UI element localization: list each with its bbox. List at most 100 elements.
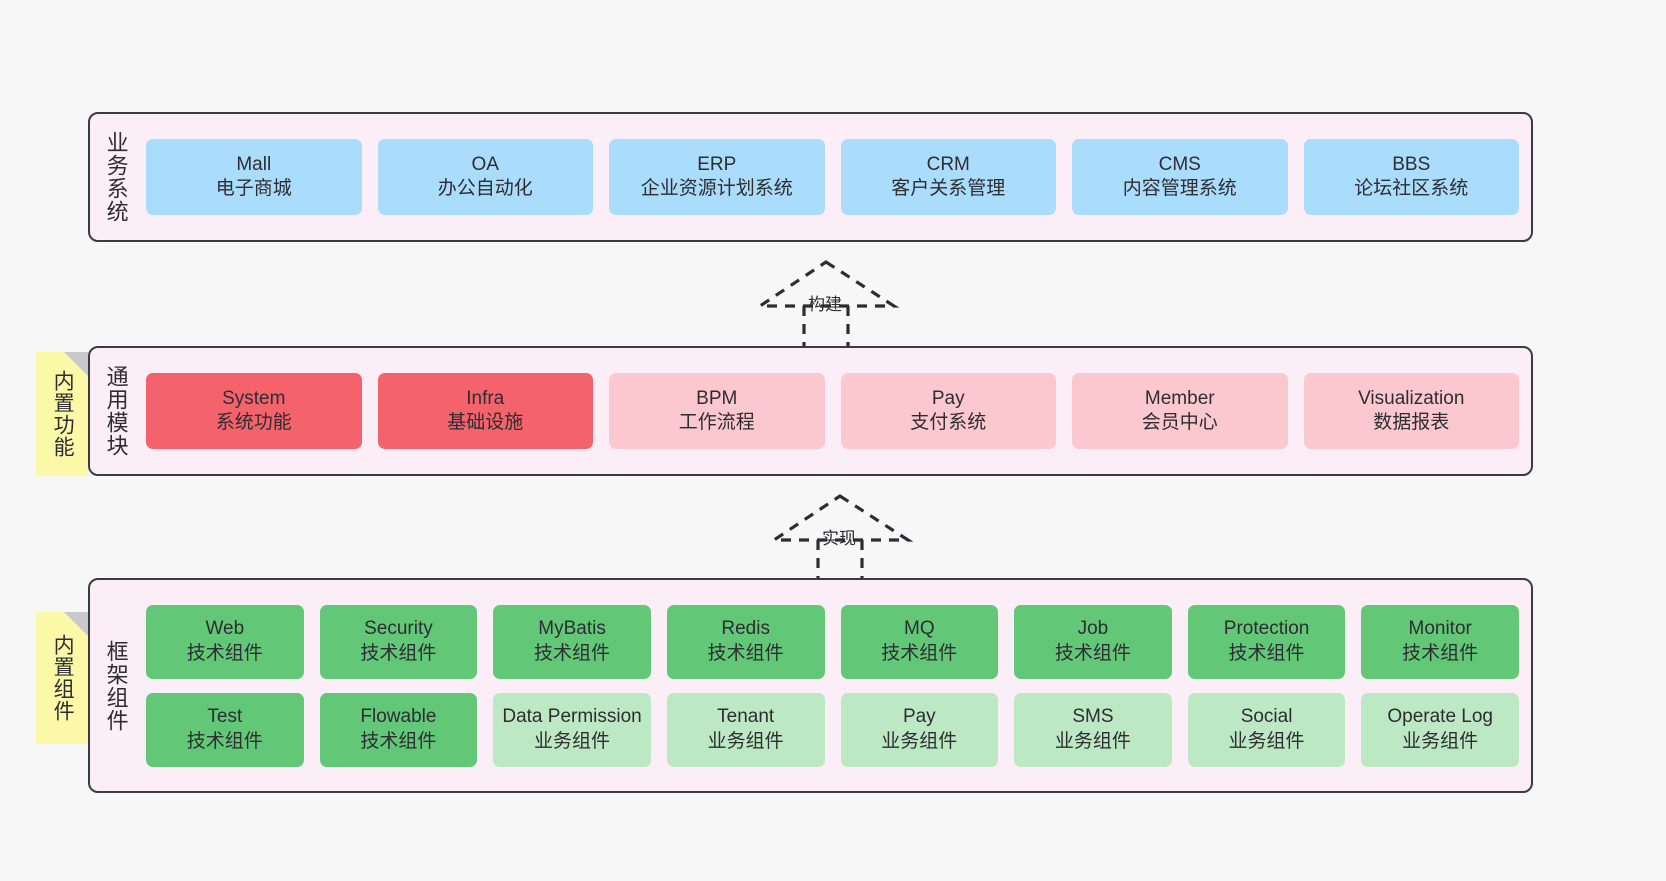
card-protection[interactable]: Protection 技术组件: [1187, 604, 1346, 679]
layer-title-common-module: 通用模块: [103, 365, 129, 457]
card-subtitle: 技术组件: [1054, 642, 1131, 664]
card-subtitle: 客户关系管理: [891, 178, 1006, 199]
card-subtitle: 业务组件: [1402, 730, 1479, 752]
card-erp[interactable]: ERP 企业资源计划系统: [609, 139, 825, 215]
card-title: Social: [1240, 706, 1293, 728]
card-title: MyBatis: [538, 618, 606, 640]
layer-body-common-module: System 系统功能 Infra 基础设施 BPM 工作流程 Pay 支付系统…: [142, 348, 1531, 474]
card-subtitle: 办公自动化: [437, 178, 533, 199]
card-visualization[interactable]: Visualization 数据报表: [1303, 373, 1519, 449]
card-web[interactable]: Web 技术组件: [146, 604, 304, 679]
card-tenant[interactable]: Tenant 业务组件: [666, 692, 825, 767]
card-subtitle: 技术组件: [881, 642, 958, 664]
connector-implement-label: 实现: [822, 529, 856, 548]
card-subtitle: 工作流程: [678, 412, 755, 433]
layer-framework-component: 框架组件 Web 技术组件 Security 技术组件 MyBatis 技术组件…: [88, 578, 1533, 793]
card-title: Redis: [721, 618, 770, 640]
card-subtitle: 业务组件: [881, 730, 958, 752]
card-title: Job: [1077, 618, 1109, 640]
layer-title-business-system: 业务系统: [103, 131, 129, 223]
card-title: Pay: [902, 706, 936, 728]
layer-title-framework-component: 框架组件: [103, 639, 129, 732]
card-redis[interactable]: Redis 技术组件: [666, 604, 825, 679]
card-title: Security: [364, 618, 433, 640]
connector-implement: 实现: [768, 492, 922, 582]
card-row: Mall 电子商城 OA 办公自动化 ERP 企业资源计划系统 CRM 客户关系…: [146, 139, 1519, 215]
card-subtitle: 企业资源计划系统: [640, 178, 793, 199]
card-subtitle: 技术组件: [360, 642, 437, 664]
card-title: BPM: [696, 387, 738, 409]
card-flowable[interactable]: Flowable 技术组件: [319, 692, 478, 767]
card-oa[interactable]: OA 办公自动化: [377, 139, 593, 215]
layer-common-module: 通用模块 System 系统功能 Infra 基础设施 BPM 工作流程 Pay…: [88, 346, 1533, 476]
card-subtitle: 系统功能: [215, 412, 292, 433]
card-title: Tenant: [717, 706, 775, 728]
card-subtitle: 业务组件: [1054, 730, 1131, 752]
card-subtitle: 支付系统: [910, 412, 987, 433]
card-subtitle: 业务组件: [534, 730, 611, 752]
card-subtitle: 会员中心: [1141, 412, 1218, 433]
folded-corner-icon: [64, 612, 88, 636]
card-title: Test: [207, 706, 243, 728]
card-title: Operate Log: [1387, 706, 1493, 728]
card-subtitle: 数据报表: [1373, 412, 1450, 433]
card-mall[interactable]: Mall 电子商城: [146, 139, 362, 215]
layer-body-framework-component: Web 技术组件 Security 技术组件 MyBatis 技术组件 Redi…: [142, 580, 1531, 791]
card-operate-log[interactable]: Operate Log 业务组件: [1361, 692, 1519, 767]
card-data-permission[interactable]: Data Permission 业务组件: [493, 692, 651, 767]
card-subtitle: 电子商城: [215, 178, 292, 199]
card-title: Web: [205, 618, 245, 640]
card-title: Monitor: [1408, 618, 1472, 640]
tab-label: 内置功能: [51, 370, 75, 458]
card-row: System 系统功能 Infra 基础设施 BPM 工作流程 Pay 支付系统…: [146, 373, 1519, 449]
connector-build: 构建: [754, 258, 908, 348]
card-pay-component[interactable]: Pay 业务组件: [840, 692, 999, 767]
card-subtitle: 基础设施: [447, 412, 524, 433]
card-title: Visualization: [1358, 387, 1465, 409]
card-title: CRM: [926, 153, 970, 175]
card-title: Protection: [1223, 618, 1310, 640]
layer-business-system: 业务系统 Mall 电子商城 OA 办公自动化 ERP 企业资源计划系统 CRM…: [88, 112, 1533, 242]
card-sms[interactable]: SMS 业务组件: [1014, 692, 1172, 767]
card-test[interactable]: Test 技术组件: [146, 692, 304, 767]
connector-build-arrow-icon: [754, 260, 900, 348]
card-system[interactable]: System 系统功能: [146, 373, 362, 449]
card-title: Infra: [466, 387, 505, 409]
card-title: OA: [471, 153, 499, 175]
card-title: Pay: [931, 387, 965, 409]
card-subtitle: 内容管理系统: [1122, 178, 1237, 199]
card-security[interactable]: Security 技术组件: [319, 604, 478, 679]
card-title: BBS: [1392, 153, 1431, 175]
card-subtitle: 技术组件: [186, 730, 263, 752]
card-title: ERP: [697, 153, 737, 175]
card-social[interactable]: Social 业务组件: [1187, 692, 1346, 767]
card-title: System: [222, 387, 286, 409]
card-subtitle: 技术组件: [186, 642, 263, 664]
card-subtitle: 论坛社区系统: [1354, 178, 1469, 199]
card-title: Member: [1144, 387, 1215, 409]
card-job[interactable]: Job 技术组件: [1014, 604, 1172, 679]
card-subtitle: 技术组件: [707, 642, 784, 664]
card-row: Web 技术组件 Security 技术组件 MyBatis 技术组件 Redi…: [146, 604, 1519, 679]
card-subtitle: 技术组件: [1228, 642, 1305, 664]
connector-build-label: 构建: [808, 295, 842, 314]
card-cms[interactable]: CMS 内容管理系统: [1072, 139, 1288, 215]
card-crm[interactable]: CRM 客户关系管理: [840, 139, 1056, 215]
connector-implement-arrow-icon: [768, 494, 914, 582]
layer-body-business-system: Mall 电子商城 OA 办公自动化 ERP 企业资源计划系统 CRM 客户关系…: [142, 114, 1531, 240]
tab-builtin-functions: 内置功能: [36, 352, 88, 476]
card-title: Flowable: [360, 706, 437, 728]
card-subtitle: 技术组件: [1402, 642, 1479, 664]
card-mq[interactable]: MQ 技术组件: [840, 604, 999, 679]
card-bpm[interactable]: BPM 工作流程: [609, 373, 825, 449]
card-bbs[interactable]: BBS 论坛社区系统: [1303, 139, 1519, 215]
card-infra[interactable]: Infra 基础设施: [377, 373, 593, 449]
folded-corner-icon: [64, 352, 88, 376]
card-title: MQ: [904, 618, 935, 640]
card-member[interactable]: Member 会员中心: [1072, 373, 1288, 449]
card-pay-module[interactable]: Pay 支付系统: [840, 373, 1056, 449]
card-monitor[interactable]: Monitor 技术组件: [1361, 604, 1519, 679]
card-title: Mall: [236, 153, 272, 175]
card-mybatis[interactable]: MyBatis 技术组件: [493, 604, 651, 679]
